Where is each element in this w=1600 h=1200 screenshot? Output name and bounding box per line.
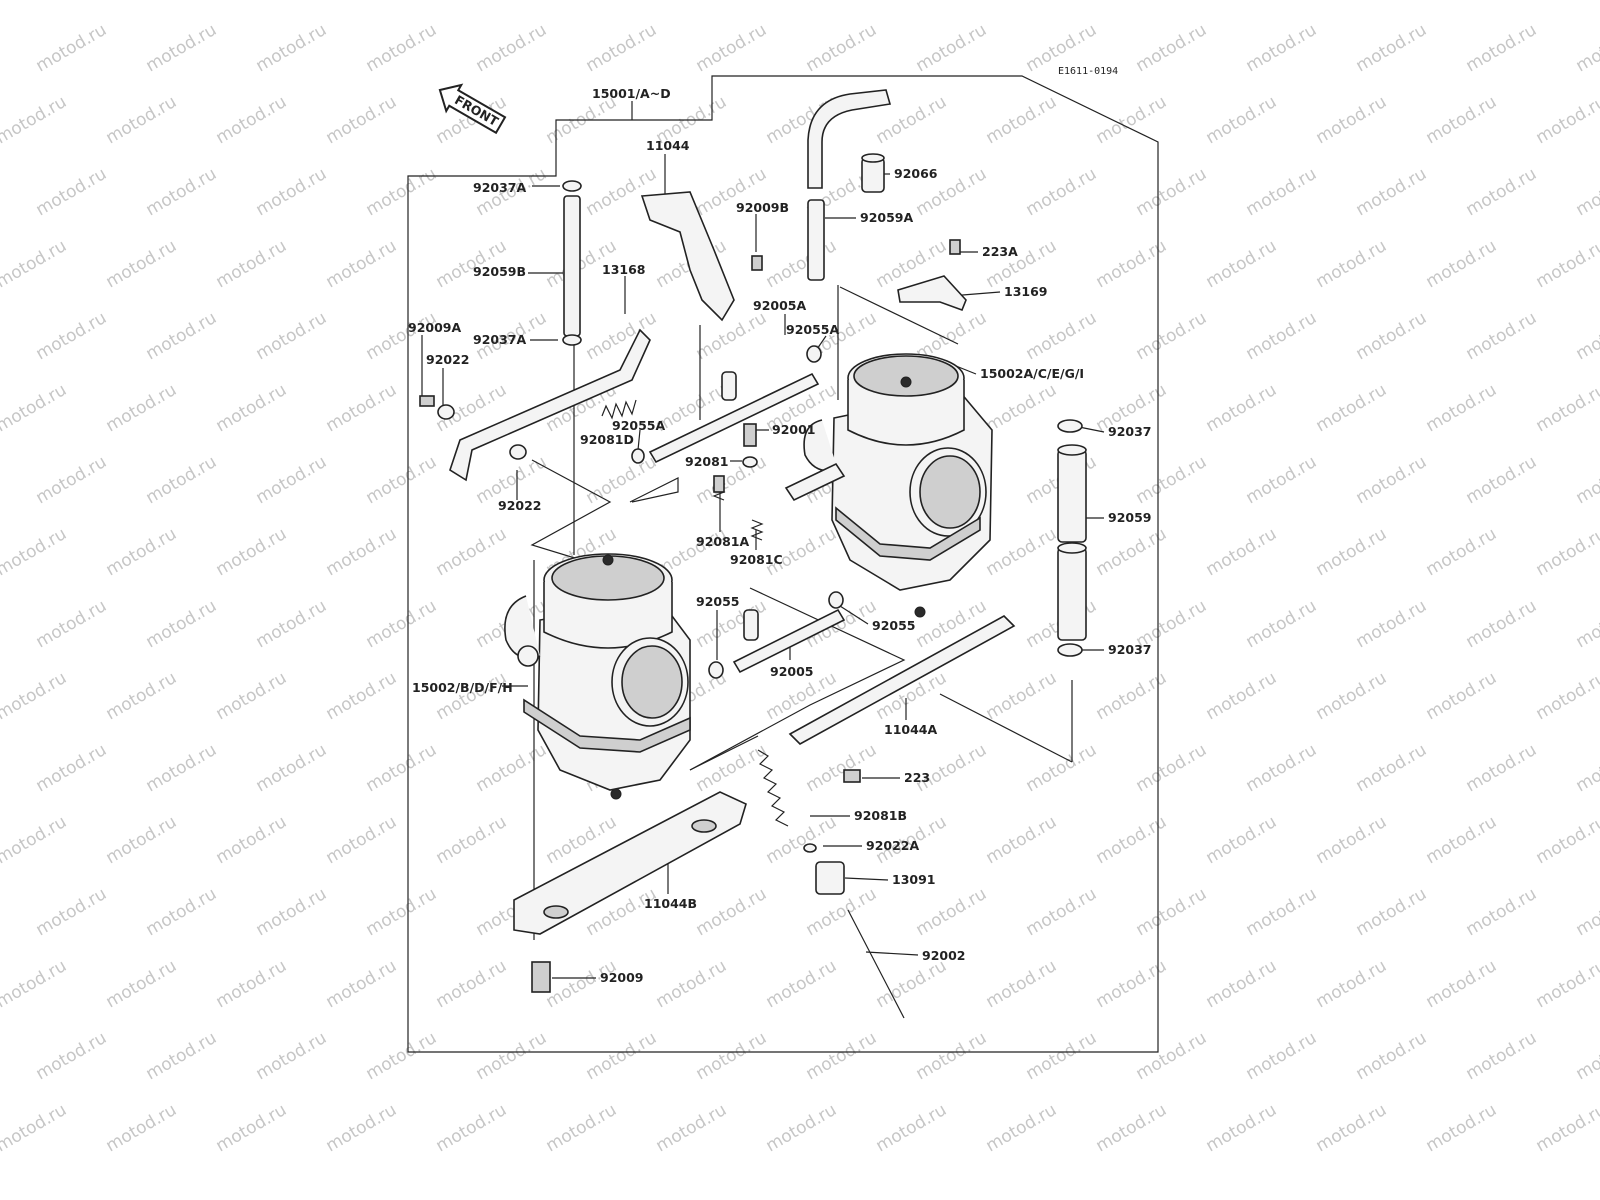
label-92022-left: 92022 xyxy=(426,352,470,367)
leader-lines xyxy=(421,101,1105,979)
label-223: 223 xyxy=(904,770,930,785)
diagram-code: E1611-0194 xyxy=(1058,66,1118,77)
label-92081b: 92081B xyxy=(854,808,907,823)
brackets-and-links xyxy=(449,191,1016,935)
label-15001-a-d: 15001/A~D xyxy=(592,86,671,101)
label-92081: 92081 xyxy=(685,454,729,469)
part-labels: 15001/A~D 11044 92037A 92009B 92066 9205… xyxy=(408,86,1152,985)
label-92081c: 92081C xyxy=(730,552,783,567)
carburetor-body-upper xyxy=(803,353,993,618)
label-92022a: 92022A xyxy=(866,838,919,853)
label-92022-center: 92022 xyxy=(498,498,542,513)
label-92059a: 92059A xyxy=(860,210,913,225)
label-15002-b-d-f-h: 15002/B/D/F/H xyxy=(412,680,513,695)
label-92055a-top: 92055A xyxy=(786,322,839,337)
label-92081d: 92081D xyxy=(580,432,634,447)
label-92009a: 92009A xyxy=(408,320,461,335)
label-13169: 13169 xyxy=(1004,284,1048,299)
label-92037a-mid: 92037A xyxy=(473,332,526,347)
label-11044b: 11044B xyxy=(644,896,697,911)
label-92001: 92001 xyxy=(772,422,816,437)
label-92005: 92005 xyxy=(770,664,814,679)
label-13168: 13168 xyxy=(602,262,646,277)
label-92066: 92066 xyxy=(894,166,938,181)
label-92037-lower: 92037 xyxy=(1108,642,1152,657)
label-15002a-c-e-g-i: 15002A/C/E/G/I xyxy=(980,366,1084,381)
label-92081a: 92081A xyxy=(696,534,749,549)
label-13091: 13091 xyxy=(892,872,936,887)
label-11044a: 11044A xyxy=(884,722,937,737)
label-92055-right: 92055 xyxy=(872,618,916,633)
label-92037-upper: 92037 xyxy=(1108,424,1152,439)
label-11044: 11044 xyxy=(646,138,690,153)
label-92002: 92002 xyxy=(922,948,966,963)
label-92055a-mid: 92055A xyxy=(612,418,665,433)
label-92005a-top: 92005A xyxy=(753,298,806,313)
front-arrow-icon: FRONT xyxy=(438,83,507,135)
label-92059b: 92059B xyxy=(473,264,526,279)
label-92009: 92009 xyxy=(600,970,644,985)
label-92059: 92059 xyxy=(1108,510,1152,525)
label-92037a-top: 92037A xyxy=(473,180,526,195)
small-hardware xyxy=(419,180,1083,1019)
label-92055-left: 92055 xyxy=(696,594,740,609)
label-92009b: 92009B xyxy=(736,200,789,215)
label-223a: 223A xyxy=(982,244,1018,259)
carburetor-body-lower xyxy=(504,553,691,800)
assembly-frame xyxy=(407,75,1159,1053)
hoses-and-fittings xyxy=(563,89,1087,674)
